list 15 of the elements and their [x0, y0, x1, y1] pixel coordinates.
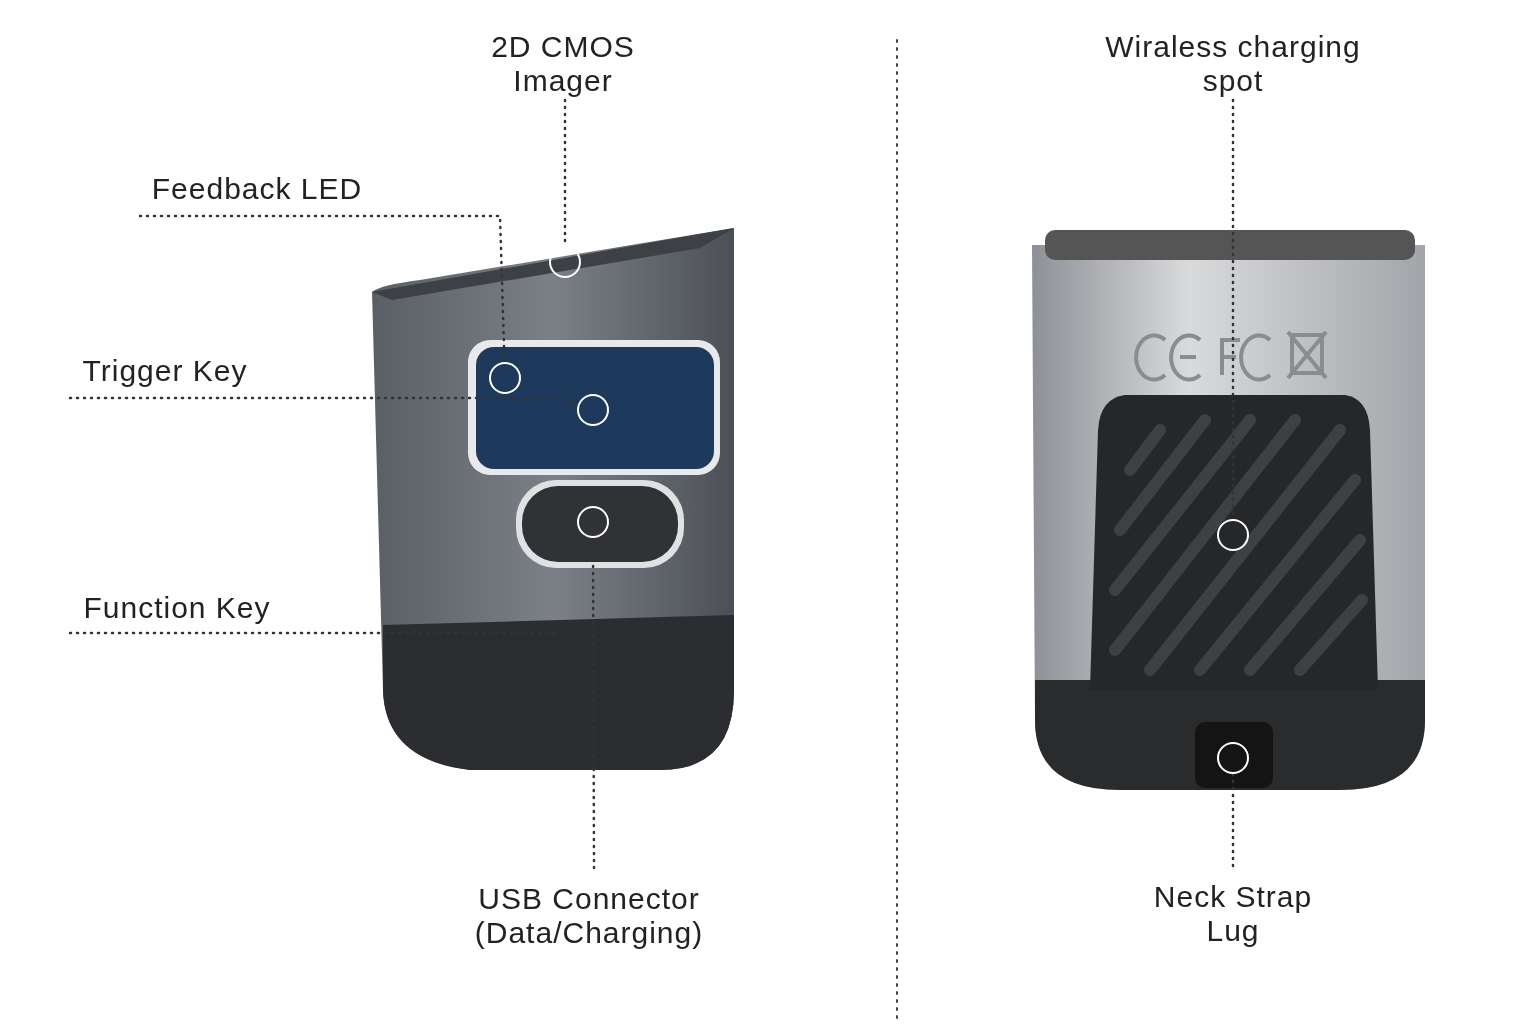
part-label: 2D CMOS Imager [468, 30, 658, 98]
marker-circle [577, 394, 609, 426]
part-label: Wiraless charging spot [1103, 30, 1363, 98]
part-label: Trigger Key [35, 354, 295, 388]
marker-circle [1217, 519, 1249, 551]
leader-line [1231, 772, 1235, 868]
leader-line [68, 631, 557, 635]
marker-circle [489, 362, 521, 394]
part-label: Function Key [37, 591, 317, 625]
leader-line [138, 214, 506, 364]
part-label: USB Connector (Data/Charging) [419, 882, 759, 950]
part-label: Neck Strap Lug [1138, 880, 1328, 948]
marker-circle [1217, 742, 1249, 774]
marker-circle [577, 506, 609, 538]
part-label: Feedback LED [107, 172, 407, 206]
